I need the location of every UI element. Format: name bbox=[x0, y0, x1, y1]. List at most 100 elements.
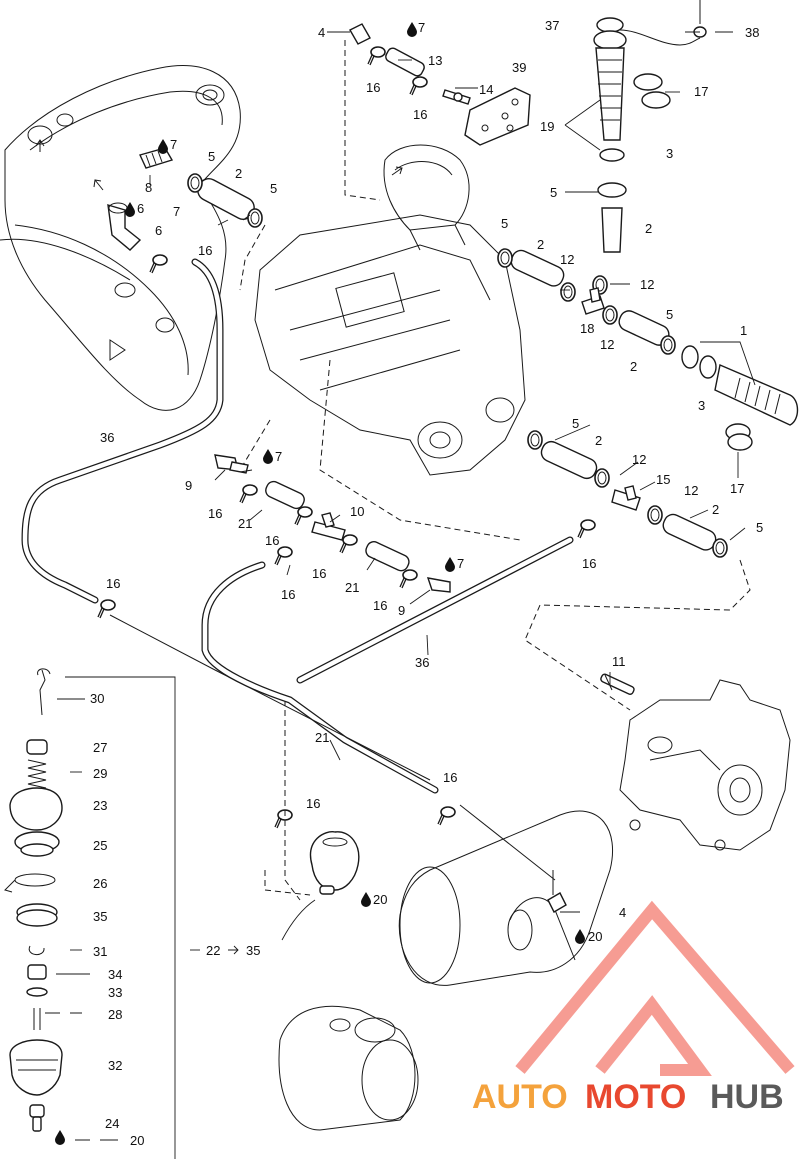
base-35 bbox=[16, 903, 58, 927]
hose-21-short bbox=[265, 480, 305, 510]
callout-33: 33 bbox=[108, 985, 122, 1000]
callout-25: 25 bbox=[93, 838, 107, 853]
callout-16: 16 bbox=[106, 576, 120, 591]
callout-27: 27 bbox=[93, 740, 107, 755]
callout-3: 3 bbox=[698, 398, 705, 413]
callout-36: 36 bbox=[100, 430, 114, 445]
assembly-arrow-icon bbox=[391, 166, 403, 176]
callout-13: 13 bbox=[428, 53, 442, 68]
hose-2-lowest bbox=[662, 513, 717, 551]
exhaust-manifold bbox=[0, 65, 241, 411]
callout-labels: 4 7 37 38 13 16 14 16 39 17 19 3 7 5 2 8… bbox=[55, 18, 763, 1148]
callout-4: 4 bbox=[619, 905, 626, 920]
callout-30: 30 bbox=[90, 691, 104, 706]
callout-5: 5 bbox=[666, 307, 673, 322]
callout-10: 10 bbox=[350, 504, 364, 519]
callout-12: 12 bbox=[684, 483, 698, 498]
oil-drop-icon bbox=[575, 929, 585, 944]
callout-21: 21 bbox=[345, 580, 359, 595]
callout-29: 29 bbox=[93, 766, 107, 781]
cap-27 bbox=[26, 739, 48, 755]
callout-21: 21 bbox=[238, 516, 252, 531]
water-separator-bulb bbox=[309, 831, 360, 895]
fitting-assembly-top bbox=[349, 23, 471, 105]
callout-9: 9 bbox=[398, 603, 405, 618]
elbow-fitting-9b bbox=[426, 577, 451, 593]
callout-2: 2 bbox=[235, 166, 242, 181]
callout-7: 7 bbox=[173, 204, 180, 219]
callout-5: 5 bbox=[572, 416, 579, 431]
callout-36: 36 bbox=[415, 655, 429, 670]
callout-5: 5 bbox=[270, 181, 277, 196]
assembly-guide-line bbox=[344, 40, 381, 201]
callout-2: 2 bbox=[537, 237, 544, 252]
engine-block bbox=[254, 144, 526, 476]
callout-26: 26 bbox=[93, 876, 107, 891]
callout-16: 16 bbox=[443, 770, 457, 785]
cap-25 bbox=[14, 831, 60, 857]
oil-drop-icon bbox=[407, 22, 417, 37]
elbow-fitting-9 bbox=[214, 454, 249, 474]
bowl-32 bbox=[9, 1039, 63, 1096]
callout-20: 20 bbox=[588, 929, 602, 944]
callout-16: 16 bbox=[373, 598, 387, 613]
callout-6: 6 bbox=[155, 223, 162, 238]
callout-19: 19 bbox=[540, 119, 554, 134]
callout-1: 1 bbox=[740, 323, 747, 338]
callout-37: 37 bbox=[545, 18, 559, 33]
leader-line bbox=[459, 804, 556, 881]
filler-cap-assembly bbox=[593, 0, 707, 253]
hose-2-upper-right bbox=[510, 249, 565, 287]
callout-9: 9 bbox=[185, 478, 192, 493]
tie-26 bbox=[4, 873, 56, 893]
assembly-arrow-icon bbox=[93, 179, 104, 191]
callout-15: 15 bbox=[656, 472, 670, 487]
callout-16: 16 bbox=[281, 587, 295, 602]
callout-5: 5 bbox=[756, 520, 763, 535]
callout-16: 16 bbox=[413, 107, 427, 122]
tee-fitting-10 bbox=[311, 512, 346, 541]
watermark-logo bbox=[515, 900, 795, 1076]
tee-fitting-15 bbox=[611, 485, 641, 511]
seat-33 bbox=[26, 987, 48, 997]
callout-24: 24 bbox=[105, 1116, 119, 1131]
flush-hose-1 bbox=[714, 364, 799, 426]
watermark-text: AUTO MOTO HUB bbox=[472, 1078, 784, 1116]
callout-2: 2 bbox=[630, 359, 637, 374]
elbow-fitting-6 bbox=[107, 202, 142, 251]
spring-29 bbox=[27, 759, 47, 789]
oil-drop-icon bbox=[55, 1130, 65, 1145]
hose-21-short-2 bbox=[365, 541, 410, 572]
oil-drop-icon bbox=[361, 892, 371, 907]
callout-16: 16 bbox=[208, 506, 222, 521]
callout-12: 12 bbox=[632, 452, 646, 467]
callout-20: 20 bbox=[373, 892, 387, 907]
callout-12: 12 bbox=[640, 277, 654, 292]
callout-12: 12 bbox=[560, 252, 574, 267]
bulb-23 bbox=[9, 787, 63, 831]
callout-5: 5 bbox=[550, 185, 557, 200]
muffler bbox=[398, 810, 614, 986]
callout-16: 16 bbox=[582, 556, 596, 571]
oil-drop-icon bbox=[125, 202, 135, 217]
callout-7: 7 bbox=[170, 137, 177, 152]
assembly-guide-line bbox=[319, 359, 521, 541]
callout-7: 7 bbox=[457, 556, 464, 571]
callout-2: 2 bbox=[645, 221, 652, 236]
callout-17: 17 bbox=[694, 84, 708, 99]
callout-14: 14 bbox=[479, 82, 493, 97]
assembly-guide-line bbox=[239, 224, 266, 291]
watermark-hub: HUB bbox=[710, 1078, 784, 1116]
kit-bracket bbox=[65, 676, 176, 1159]
seal-ring bbox=[699, 355, 717, 379]
oil-drop-icon bbox=[263, 449, 273, 464]
watermark-auto: AUTO bbox=[472, 1078, 568, 1116]
callout-18: 18 bbox=[580, 321, 594, 336]
valve-34 bbox=[27, 964, 47, 980]
callout-39: 39 bbox=[512, 60, 526, 75]
callout-21: 21 bbox=[315, 730, 329, 745]
callout-35: 35 bbox=[246, 943, 260, 958]
callout-28: 28 bbox=[108, 1007, 122, 1022]
callout-16: 16 bbox=[306, 796, 320, 811]
